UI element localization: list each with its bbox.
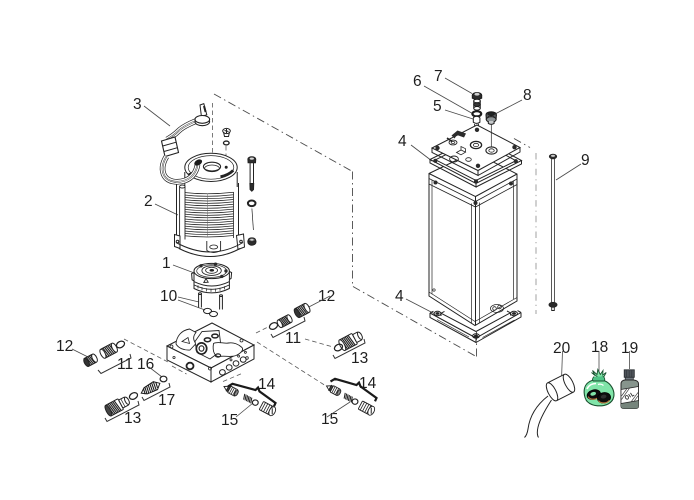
svg-text:10: 10: [160, 288, 178, 305]
svg-text:15: 15: [221, 412, 238, 429]
svg-text:11: 11: [117, 356, 133, 373]
svg-text:8: 8: [523, 87, 532, 104]
svg-text:7: 7: [434, 68, 443, 85]
svg-text:14: 14: [359, 375, 377, 392]
svg-text:13: 13: [351, 350, 368, 367]
svg-text:19: 19: [621, 340, 638, 357]
svg-text:9: 9: [581, 152, 590, 169]
svg-text:3: 3: [133, 96, 142, 113]
svg-text:4: 4: [395, 288, 404, 305]
svg-text:15: 15: [321, 411, 338, 428]
svg-text:5: 5: [433, 98, 442, 115]
svg-text:20: 20: [553, 340, 571, 357]
svg-text:6: 6: [413, 73, 422, 90]
svg-text:1: 1: [162, 255, 171, 272]
svg-text:14: 14: [258, 376, 276, 393]
svg-text:13: 13: [124, 410, 141, 427]
svg-text:16: 16: [137, 356, 154, 373]
svg-text:4: 4: [398, 133, 407, 150]
svg-text:18: 18: [591, 339, 608, 356]
svg-text:17: 17: [158, 392, 175, 409]
svg-text:2: 2: [144, 193, 153, 210]
svg-text:11: 11: [285, 330, 301, 347]
svg-text:12: 12: [56, 338, 73, 355]
svg-text:12: 12: [318, 288, 335, 305]
